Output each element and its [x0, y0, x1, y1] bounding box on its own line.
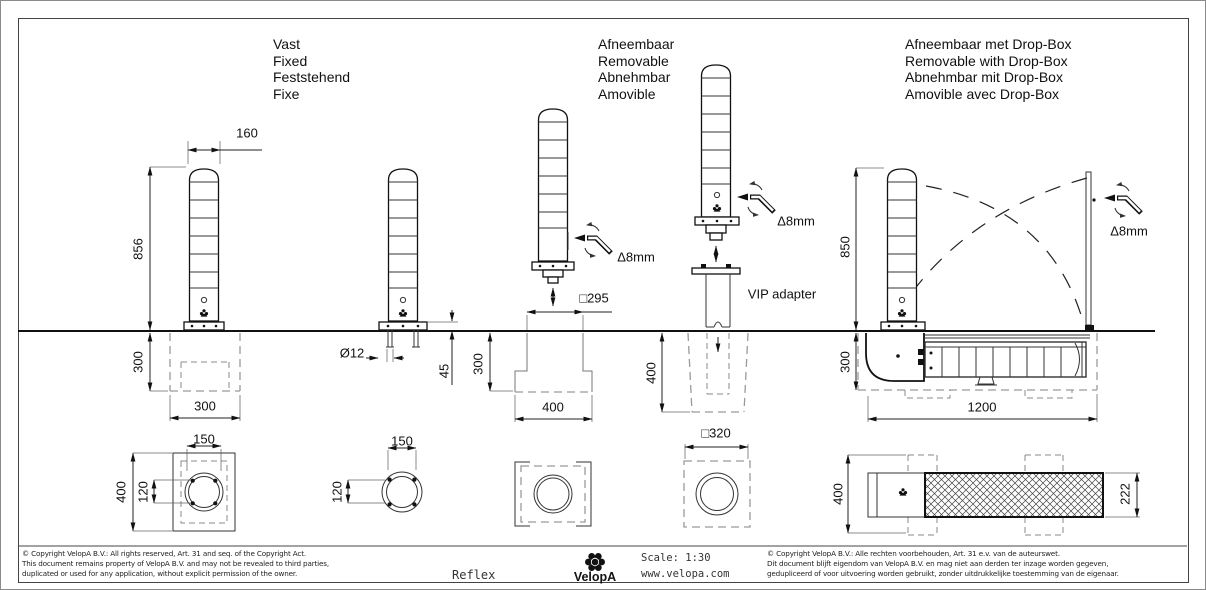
dim-label-width: 160: [236, 125, 258, 141]
header-fixed: Vast Fixed Feststehend Fixe: [273, 36, 350, 102]
dim-label-foundation: 400: [542, 399, 564, 415]
dim-label-foundation-width: 300: [194, 398, 216, 414]
figure-removable-side-view: [487, 108, 612, 422]
dim-label-top-width: 400: [830, 483, 846, 505]
brand-name: VelopA: [573, 570, 617, 584]
allen-key-label: Δ8mm: [777, 213, 815, 229]
copyright-line: duplicated or used for any application, …: [22, 569, 298, 578]
foundation-removable: [514, 333, 593, 393]
header-line: Abnehmbar mit Drop-Box: [905, 69, 1063, 85]
figure-surface-side-view: [366, 168, 458, 385]
header-line: Afneembaar met Drop-Box: [905, 36, 1072, 52]
drawing-frame: [18, 18, 1189, 583]
copyright-line: This document remains property of VelopA…: [22, 559, 330, 568]
product-name: Reflex: [452, 568, 496, 582]
scale-and-website: Scale: 1:30 www.velopa.com: [641, 550, 730, 582]
dim-label-height: 856: [130, 238, 146, 260]
header-removable: Afneembaar Removable Abnehmbar Amovible: [598, 36, 674, 102]
allen-key-label: Δ8mm: [617, 249, 655, 265]
copyright-line: gedupliceerd of voor uitvoering worden g…: [767, 569, 1119, 578]
header-line: Fixe: [273, 85, 300, 102]
header-line: Amovible avec Drop-Box: [905, 85, 1060, 102]
header-line: Afneembaar: [598, 36, 675, 52]
vip-adapter-label: VIP adapter: [747, 286, 817, 302]
dim-label-inner: 120: [329, 481, 345, 503]
figure-fixed-side-view: [147, 141, 262, 421]
velopa-logo: [584, 552, 606, 572]
header-line: Amovible: [598, 85, 656, 102]
foundation-fixed: [169, 333, 241, 392]
dim-label-bolt-dia: Ø12: [339, 345, 365, 361]
copyright-nl: © Copyright VelopA B.V.: Alle rechten vo…: [767, 549, 1119, 579]
dim-label-bolt-circle: 150: [193, 431, 215, 447]
dim-label-depth: 300: [130, 351, 146, 373]
figure-dropbox-side-view: [853, 167, 1141, 422]
dim-label-length: 1200: [967, 399, 997, 415]
dim-label-foundation: □320: [701, 425, 731, 441]
copyright-line: Dit document blijft eigendom van VelopA …: [767, 559, 1109, 568]
figure-dropbox-top-view: [845, 454, 1140, 536]
copyright-line: © Copyright VelopA B.V.: Alle rechten vo…: [767, 549, 1060, 558]
dim-label-depth: 400: [643, 362, 659, 384]
dim-label-plate: 45: [436, 363, 452, 379]
dim-label-depth: 300: [470, 353, 486, 375]
header-line: Removable: [598, 52, 669, 69]
header-line: Feststehend: [273, 69, 351, 85]
website-link[interactable]: www.velopa.com: [641, 568, 730, 580]
allen-key-label: Δ8mm: [1110, 223, 1148, 239]
header-line: Removable with Drop-Box: [905, 52, 1068, 69]
dim-label-top-box: 222: [1117, 483, 1133, 505]
header-line: Abnehmbar: [598, 69, 671, 85]
dim-label-sleeve: □295: [579, 290, 609, 306]
header-line: Vast: [273, 36, 300, 52]
figure-removable-top-view: [514, 461, 592, 527]
header-line: Fixed: [273, 52, 308, 69]
dim-label-depth: 300: [837, 351, 853, 373]
scale-label: Scale: 1:30: [641, 552, 711, 564]
dim-label-height: 850: [837, 236, 853, 258]
figure-vip-side-view: [659, 64, 774, 459]
header-dropbox: Afneembaar met Drop-Box Removable with D…: [905, 36, 1072, 102]
dim-label-foundation: 400: [113, 481, 129, 503]
figure-fixed-top-view: [130, 443, 236, 532]
dim-label-bolt-circle: 150: [391, 433, 413, 449]
copyright-line: © Copyright VelopA B.V.: All rights rese…: [22, 549, 307, 558]
dim-label-inner: 120: [135, 481, 151, 503]
foundation-vip: [687, 332, 749, 413]
figure-surface-top-view: [345, 445, 423, 513]
figure-vip-top-view: [683, 460, 751, 528]
copyright-en: © Copyright VelopA B.V.: All rights rese…: [22, 549, 329, 579]
